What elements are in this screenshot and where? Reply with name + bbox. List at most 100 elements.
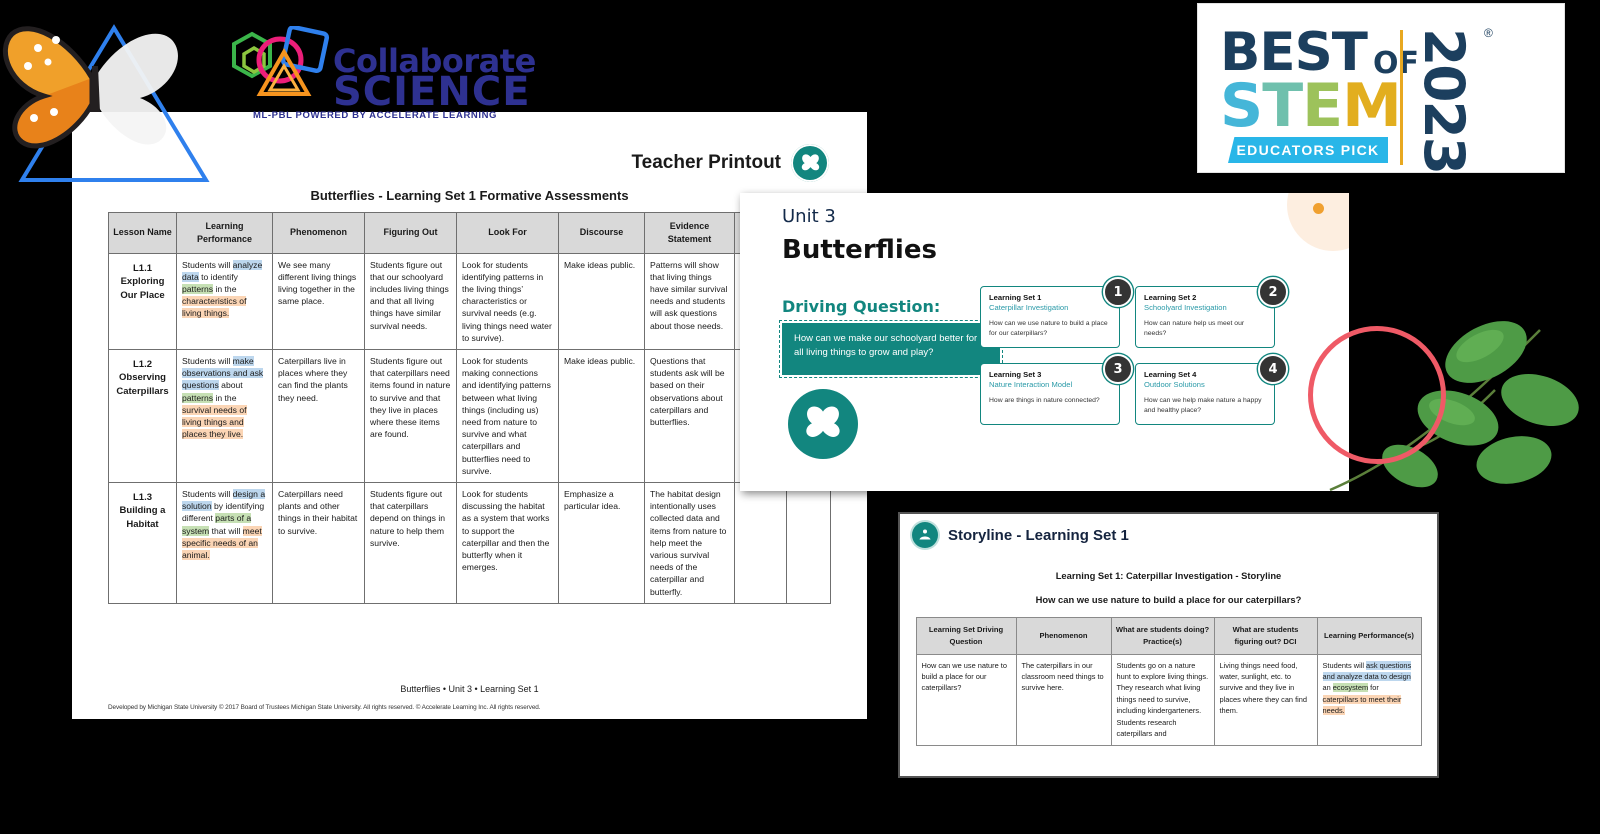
learning-set-number-badge-3: 3	[1103, 354, 1133, 384]
learning-set-number-badge-4: 4	[1258, 354, 1288, 384]
badge-divider	[1400, 30, 1403, 165]
phenomenon-cell: We see many different living things livi…	[272, 252, 365, 350]
storyline-column-header-0: Learning Set Driving Question	[915, 617, 1017, 655]
badge-letter-e: E	[1302, 71, 1343, 141]
learning-set-name: Learning Set 1	[989, 293, 1042, 302]
look-for-cell: Look for students making connections and…	[456, 348, 559, 483]
logo-shapes-icon	[228, 24, 336, 98]
storyline-panel: Storyline - Learning Set 1 Learning Set …	[898, 512, 1439, 778]
storyline-column-header-1: Phenomenon	[1015, 617, 1112, 655]
butterfly-icon-large	[788, 389, 858, 459]
empty-cell-1	[786, 481, 831, 604]
printout-footer-line: Butterflies • Unit 3 • Learning Set 1	[400, 684, 539, 694]
badge-letter-t: T	[1262, 71, 1303, 141]
learning-set-question: How are things in nature connected?	[989, 397, 1100, 404]
evidence-statement-cell: Questions that students ask will be base…	[644, 348, 735, 483]
look-for-cell: Look for students discussing the habitat…	[456, 481, 559, 604]
learning-set-question: How can nature help us meet our needs?	[1144, 320, 1245, 337]
evidence-statement-cell: The habitat design intentionally uses co…	[644, 481, 735, 604]
storyline-dci-cell: Living things need food, water, sunlight…	[1213, 653, 1318, 746]
driving-question-label: Driving Question:	[782, 297, 941, 316]
learning-set-subtitle: Caterpillar Investigation	[989, 303, 1069, 312]
registered-trademark-icon: ®	[1484, 26, 1493, 40]
storyline-icon	[912, 522, 938, 548]
look-for-cell: Look for students identifying patterns i…	[456, 252, 559, 350]
figuring-out-cell: Students figure out that caterpillars de…	[364, 481, 457, 604]
learning-set-subtitle: Outdoor Solutions	[1144, 380, 1205, 389]
empty-cell-0	[734, 481, 787, 604]
storyline-title-line: Learning Set 1: Caterpillar Investigatio…	[1055, 570, 1282, 581]
unit-label: Unit 3	[782, 206, 836, 227]
butterfly-icon	[791, 144, 829, 182]
table-row: How can we use nature to build a place f…	[915, 653, 1422, 746]
corner-accent-decoration	[1287, 193, 1349, 251]
badge-letter-m: M	[1342, 71, 1402, 141]
sun-dot-icon	[1313, 203, 1324, 214]
badge-stem-text: STEM	[1220, 76, 1402, 136]
phenomenon-cell: Caterpillars live in places where they c…	[272, 348, 365, 483]
learning-set-question: How can we use nature to build a place f…	[989, 320, 1108, 337]
storyline-phenomenon-cell: The caterpillars in our classroom need t…	[1015, 653, 1112, 746]
learning-set-number-badge-1: 1	[1103, 277, 1133, 307]
teacher-printout-page: Teacher Printout Butterflies - Learning …	[72, 112, 867, 719]
red-circle-highlight	[1308, 326, 1446, 464]
storyline-practices-cell: Students go on a nature hunt to explore …	[1110, 653, 1215, 746]
badge-best-of-row: BEST OF	[1220, 26, 1419, 79]
logo-tagline: ML-PBL POWERED BY ACCELERATE LEARNING	[253, 110, 498, 121]
driving-question-box: How can we make our schoolyard better fo…	[779, 320, 1003, 378]
best-of-stem-badge: BEST OF STEM EDUCATORS PICK 2023 ®	[1198, 4, 1564, 174]
printout-subtitle: Butterflies - Learning Set 1 Formative A…	[310, 188, 629, 203]
monarch-butterfly-image	[0, 0, 215, 175]
column-header-6: Evidence Statement	[644, 212, 735, 254]
phenomenon-cell: Caterpillars need plants and other thing…	[272, 481, 365, 604]
column-header-1: Learning Performance	[176, 212, 273, 254]
learning-set-number-badge-2: 2	[1258, 277, 1288, 307]
learning-set-name: Learning Set 3	[989, 370, 1042, 379]
column-header-3: Figuring Out	[364, 212, 457, 254]
storyline-header: Storyline - Learning Set 1	[900, 514, 1437, 552]
learning-set-name: Learning Set 2	[1144, 293, 1197, 302]
lesson-name-cell: L1.1 Exploring Our Place	[108, 252, 177, 350]
figuring-out-cell: Students figure out that our schoolyard …	[364, 252, 457, 350]
storyline-driving-question-cell: How can we use nature to build a place f…	[915, 653, 1017, 746]
badge-letter-s: S	[1220, 71, 1263, 141]
collaborate-science-logo: Collaborate SCIENCE ML-PBL POWERED BY AC…	[228, 22, 536, 121]
badge-educators-pick-banner: EDUCATORS PICK	[1228, 137, 1388, 163]
badge-best-text: BEST	[1220, 22, 1368, 83]
badge-year: 2023	[1412, 28, 1476, 174]
evidence-statement-cell: Patterns will show that living things ha…	[644, 252, 735, 350]
badge-of-text: OF	[1372, 46, 1419, 81]
storyline-learning-performance-cell: Students will ask questions and analyze …	[1316, 653, 1422, 746]
figuring-out-cell: Students figure out that caterpillars ne…	[364, 348, 457, 483]
column-header-5: Discourse	[558, 212, 645, 254]
discourse-cell: Emphasize a particular idea.	[558, 481, 645, 604]
column-header-4: Look For	[456, 212, 559, 254]
printout-copyright: Developed by Michigan State University ©…	[108, 704, 541, 711]
storyline-header-title: Storyline - Learning Set 1	[948, 526, 1129, 544]
storyline-column-header-4: Learning Performance(s)	[1316, 617, 1422, 655]
unit-overview-slide: Unit 3 Butterflies Driving Question: How…	[740, 193, 1349, 491]
storyline-column-header-2: What are students doing? Practice(s)	[1110, 617, 1215, 655]
learning-set-subtitle: Schoolyard Investigation	[1144, 303, 1227, 312]
learning-set-subtitle: Nature Interaction Model	[989, 380, 1073, 389]
learning-performance-cell: Students will analyze data to identify p…	[176, 252, 273, 350]
learning-set-question: How can we help make nature a happy and …	[1144, 397, 1262, 414]
column-header-0: Lesson Name	[108, 212, 177, 254]
learning-set-name: Learning Set 4	[1144, 370, 1197, 379]
learning-performance-cell: Students will design a solution by ident…	[176, 481, 273, 604]
discourse-cell: Make ideas public.	[558, 348, 645, 483]
printout-header: Teacher Printout	[631, 144, 829, 182]
storyline-column-header-3: What are students figuring out? DCI	[1213, 617, 1318, 655]
printout-header-title: Teacher Printout	[631, 152, 781, 173]
